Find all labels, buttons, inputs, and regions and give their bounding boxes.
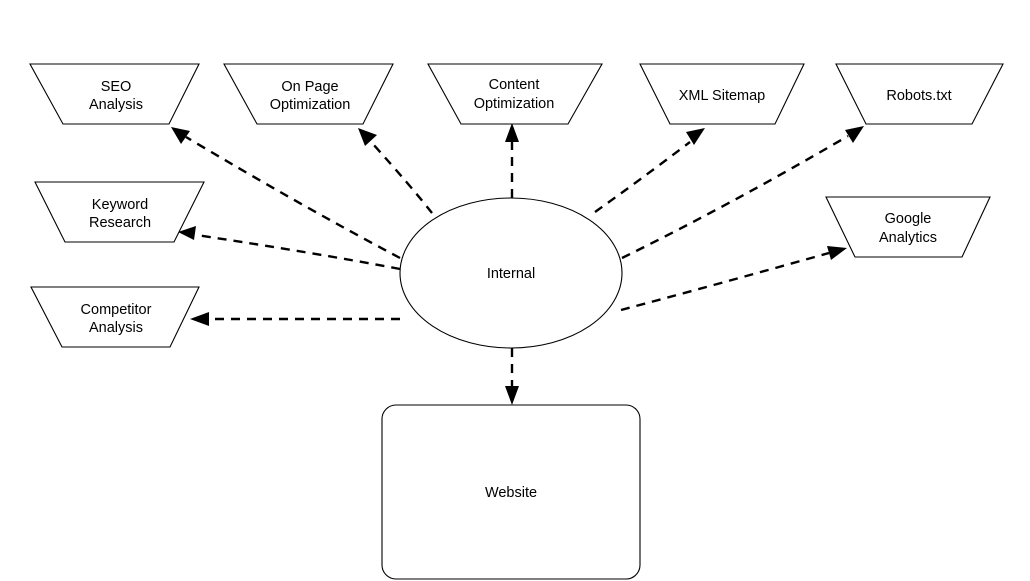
node-keyword-research[interactable]: Keyword Research: [34, 181, 205, 243]
edge-internal-to-on-page-optimization: [358, 128, 433, 214]
node-label-line1: Robots.txt: [886, 88, 951, 104]
node-label-internal: Internal: [487, 266, 535, 282]
node-label-line1: Google: [885, 211, 932, 227]
node-label-line1: Content: [489, 77, 540, 93]
node-content-optimization[interactable]: Content Optimization: [427, 63, 603, 125]
node-shape-rounded-rect: [381, 404, 641, 580]
node-label-line1: XML Sitemap: [679, 88, 766, 104]
arrowhead-icon: [358, 128, 377, 146]
node-label-line2: Analytics: [879, 230, 937, 246]
node-seo-analysis[interactable]: SEO Analysis: [29, 63, 200, 125]
edge-internal-to-competitor-analysis: [190, 312, 400, 326]
arrowhead-icon: [505, 123, 519, 142]
arrowhead-icon: [190, 312, 209, 326]
node-label-line2: Optimization: [270, 97, 351, 113]
node-google-analytics[interactable]: Google Analytics: [825, 196, 991, 258]
node-internal[interactable]: Internal: [399, 197, 623, 349]
node-label-line2: Research: [89, 215, 151, 231]
node-label-line1: On Page: [281, 79, 338, 95]
node-label-line2: Optimization: [474, 96, 555, 112]
node-label-line1: Competitor: [81, 302, 152, 318]
edge-line: [195, 233, 401, 271]
edge-internal-to-website: [505, 348, 519, 405]
edge-internal-to-xml-sitemap: [594, 128, 705, 213]
edge-line: [620, 251, 830, 312]
edge-line: [185, 135, 401, 260]
edge-line: [371, 142, 433, 214]
node-xml-sitemap[interactable]: XML Sitemap: [639, 63, 805, 125]
node-shape-trapezoid: [825, 196, 991, 258]
edge-line: [621, 134, 849, 260]
node-competitor-analysis[interactable]: Competitor Analysis: [30, 286, 200, 348]
edge-line: [594, 141, 691, 213]
node-shape-trapezoid: [30, 286, 200, 348]
node-shape-trapezoid: [639, 63, 805, 125]
edge-internal-to-google-analytics: [620, 246, 847, 312]
node-shape-trapezoid: [835, 63, 1004, 125]
node-shape-trapezoid: [427, 63, 603, 125]
edge-internal-to-content-optimization: [505, 123, 519, 198]
arrowhead-icon: [827, 246, 847, 260]
edge-internal-to-seo-analysis: [171, 127, 401, 260]
arrowhead-icon: [178, 226, 196, 240]
node-shape-trapezoid: [34, 181, 205, 243]
node-shape-trapezoid: [223, 63, 394, 125]
arrowhead-icon: [171, 127, 190, 144]
arrowhead-icon: [845, 126, 864, 143]
node-website[interactable]: Website: [381, 404, 641, 580]
node-label-line2: Analysis: [89, 97, 143, 113]
edge-internal-to-keyword-research: [178, 226, 401, 271]
node-label-line1: Keyword: [92, 197, 148, 213]
node-label-line1: Website: [485, 485, 537, 501]
node-shape-trapezoid: [29, 63, 200, 125]
node-shape-ellipse: [399, 197, 623, 349]
node-on-page-optimization[interactable]: On Page Optimization: [223, 63, 394, 125]
arrowhead-icon: [505, 386, 519, 405]
edge-internal-to-robots-txt: [621, 126, 864, 260]
node-label-line1: SEO: [101, 79, 132, 95]
node-label-line2: Analysis: [89, 320, 143, 336]
arrowhead-icon: [686, 128, 705, 145]
node-robots-txt[interactable]: Robots.txt: [835, 63, 1004, 125]
